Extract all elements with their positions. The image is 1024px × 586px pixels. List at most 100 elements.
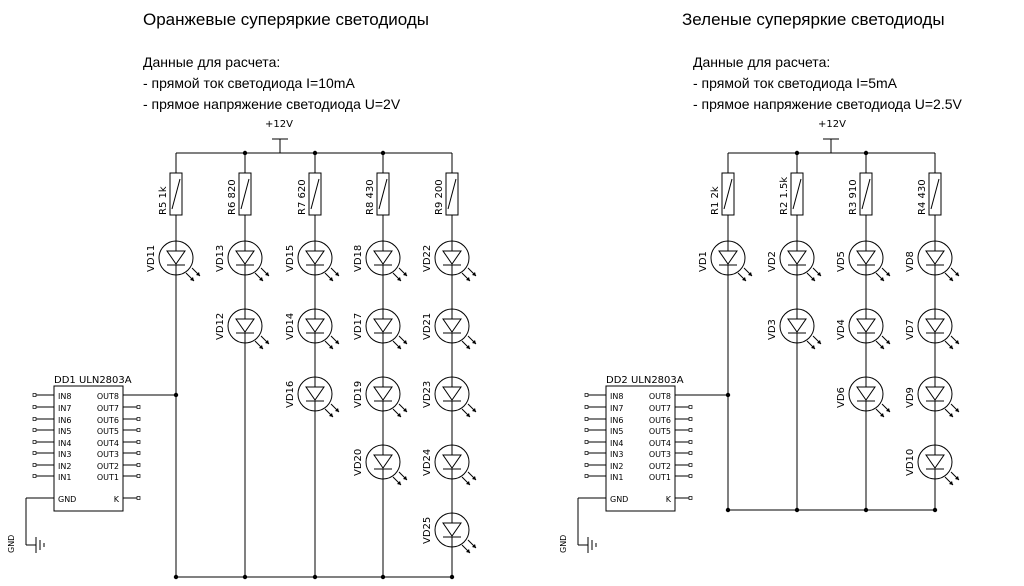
pin-terminal	[688, 451, 693, 455]
right-ground-label: GND	[559, 535, 568, 553]
emission-arrow-head	[329, 345, 333, 349]
emission-arrow-head	[886, 272, 890, 276]
emission-arrow-head	[472, 476, 476, 480]
led: VD6	[836, 376, 891, 418]
junction-dot	[173, 574, 179, 580]
resistor: R9 200	[434, 172, 459, 216]
resistor-label: R8 430	[365, 179, 376, 215]
led: VD4	[836, 308, 891, 350]
left-ic-out2: OUT2	[97, 462, 119, 471]
right-ic-out5: OUT5	[649, 427, 671, 436]
left-ground: GND	[7, 535, 16, 553]
led-label: VD19	[353, 381, 364, 408]
led: VD2	[767, 240, 822, 282]
led-label: VD3	[767, 319, 778, 340]
emission-arrow-head	[955, 340, 959, 344]
emission-arrow-head	[190, 277, 194, 281]
right-calc-line-1: - прямой ток светодиода I=5mA	[693, 75, 898, 91]
emission-arrow-head	[886, 340, 890, 344]
resistor: R1 2k	[710, 172, 735, 216]
pin-terminal	[32, 440, 37, 444]
left-supply-label: +12V	[265, 119, 293, 130]
emission-arrow-head	[817, 340, 821, 344]
right-ic: DD2 ULN2803A IN8 IN7 IN6 IN5 IN4 IN3 IN2…	[605, 375, 684, 512]
pin-terminal	[136, 440, 141, 444]
emission-arrow-head	[949, 481, 953, 485]
pin-terminal	[688, 496, 693, 500]
led-label: VD17	[353, 313, 364, 340]
led-label: VD12	[215, 313, 226, 340]
resistor-label: R1 2k	[710, 186, 721, 215]
emission-arrow-head	[403, 408, 407, 412]
resistor-label: R6 820	[227, 179, 238, 215]
led-label: VD11	[146, 245, 157, 272]
resistor: R6 820	[227, 172, 252, 216]
pin-terminal	[584, 463, 589, 467]
led-label: VD14	[285, 313, 296, 340]
led-label: VD21	[422, 313, 433, 340]
left-ic-k-pin: K	[114, 495, 120, 504]
led: VD25	[422, 512, 477, 554]
resistor-slash	[447, 178, 457, 210]
right-ic-in7: IN7	[610, 404, 623, 413]
emission-arrow-head	[949, 413, 953, 417]
led-label: VD22	[422, 245, 433, 272]
pin-terminal	[32, 405, 37, 409]
pin-terminal	[32, 451, 37, 455]
right-ic-gnd-pin: GND	[610, 495, 628, 504]
left-ic-header: DD1 ULN2803A	[54, 375, 132, 386]
resistor-slash	[861, 178, 871, 210]
pin-terminal	[32, 428, 37, 432]
resistor-slash	[171, 178, 181, 210]
left-ic-in7: IN7	[58, 404, 71, 413]
led-label: VD5	[836, 251, 847, 272]
led-label: VD18	[353, 245, 364, 272]
right-ic-body	[605, 385, 676, 512]
right-ic-out1: OUT1	[649, 473, 671, 482]
left-ic-out5: OUT5	[97, 427, 119, 436]
left-ic-in8: IN8	[58, 392, 71, 401]
pin-terminal	[688, 463, 693, 467]
left-ic-in4: IN4	[58, 439, 71, 448]
left-ic-in2: IN2	[58, 462, 71, 471]
emission-arrow-head	[466, 413, 470, 417]
resistor-slash	[723, 178, 733, 210]
emission-arrow-head	[397, 413, 401, 417]
emission-arrow-head	[880, 277, 884, 281]
left-ic-out3: OUT3	[97, 450, 119, 459]
left-calc-line-1: - прямой ток светодиода I=10mA	[143, 75, 355, 91]
led: VD18	[353, 240, 408, 282]
right-ic-out7: OUT7	[649, 404, 671, 413]
led-label: VD7	[905, 319, 916, 340]
pin-terminal	[136, 474, 141, 478]
pin-terminal	[688, 417, 693, 421]
led-label: VD15	[285, 245, 296, 272]
led: VD11	[146, 240, 201, 282]
led: VD21	[422, 308, 477, 350]
resistor-label: R9 200	[434, 179, 445, 215]
pin-terminal	[136, 417, 141, 421]
led: VD23	[422, 376, 477, 418]
led-label: VD1	[698, 251, 709, 272]
emission-arrow-head	[466, 481, 470, 485]
left-ic-body	[53, 385, 124, 512]
led: VD8	[905, 240, 960, 282]
led: VD19	[353, 376, 408, 418]
emission-arrow-head	[335, 340, 339, 344]
emission-arrow-head	[335, 408, 339, 412]
emission-arrow-head	[259, 277, 263, 281]
led: VD15	[285, 240, 340, 282]
resistor-label: R2 1.5k	[779, 177, 790, 215]
left-calc-line-2: - прямое напряжение светодиода U=2V	[143, 96, 401, 112]
led: VD10	[905, 444, 960, 486]
pin-terminal	[136, 405, 141, 409]
emission-arrow-head	[811, 277, 815, 281]
pin-terminal	[136, 428, 141, 432]
led: VD24	[422, 444, 477, 486]
left-ic-gnd-pin: GND	[58, 495, 76, 504]
left-ic-in1: IN1	[58, 473, 71, 482]
emission-arrow-head	[955, 476, 959, 480]
pin-terminal	[32, 417, 37, 421]
